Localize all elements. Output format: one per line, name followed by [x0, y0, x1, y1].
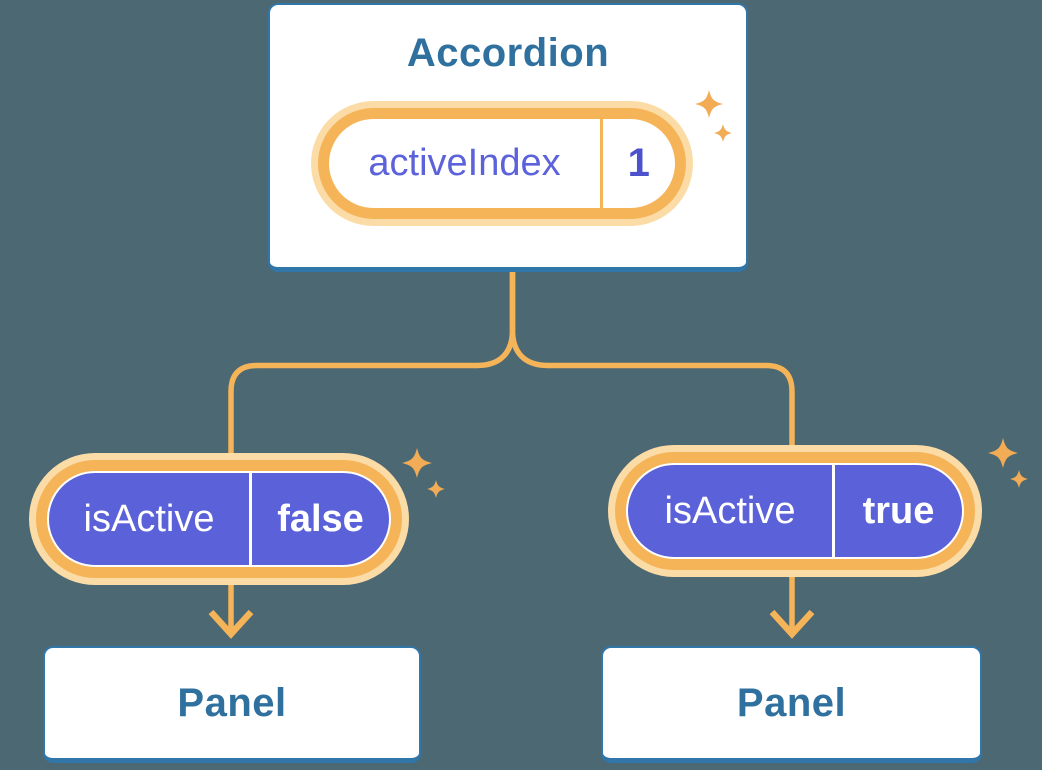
- arrow-down-icon: [208, 609, 254, 639]
- prop-pill-ring: isActive true: [615, 452, 975, 570]
- state-pill-ring: activeIndex 1: [318, 108, 686, 219]
- prop-pill-isactive-true: isActive true: [608, 445, 982, 577]
- prop-pill-ring: isActive false: [36, 460, 402, 578]
- sparkle-icon: [988, 438, 1028, 488]
- state-value-label: 1: [627, 141, 650, 185]
- panel-component-box-left: Panel: [43, 646, 421, 763]
- arrow-down-icon: [769, 609, 815, 639]
- state-name-label: activeIndex: [368, 142, 561, 184]
- pill-divider: [832, 465, 835, 557]
- sparkle-icon: [402, 448, 445, 498]
- prop-value-label: true: [862, 489, 935, 532]
- prop-name-label: isActive: [83, 497, 215, 540]
- panel-component-box-right: Panel: [601, 646, 982, 763]
- sparkle-icon: [695, 90, 732, 142]
- prop-value-label: false: [277, 497, 364, 540]
- prop-pill-isactive-false: isActive false: [29, 453, 409, 585]
- wire-right-branch: [509, 271, 795, 633]
- panel-title: Panel: [177, 680, 287, 725]
- wire-left-branch: [228, 271, 516, 633]
- state-pill-activeindex: activeIndex 1: [311, 101, 693, 226]
- pill-divider: [600, 119, 603, 208]
- pill-divider: [249, 473, 252, 565]
- prop-name-label: isActive: [664, 489, 796, 532]
- accordion-title: Accordion: [406, 31, 610, 75]
- panel-title: Panel: [736, 680, 847, 725]
